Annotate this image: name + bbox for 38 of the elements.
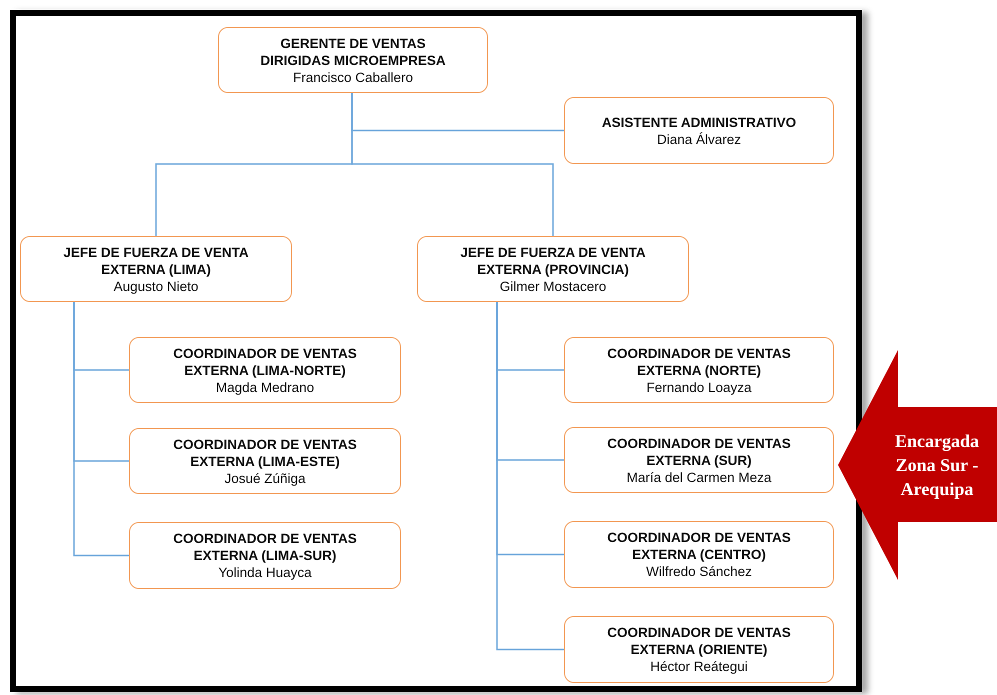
org-chart-box [564, 427, 834, 493]
job-title: COORDINADOR DE VENTAS EXTERNA (SUR) [606, 434, 792, 468]
callout-text: Encargada Zona Sur - Arequipa [894, 430, 980, 500]
person-name: Gilmer Mostacero [500, 278, 606, 294]
job-title: ASISTENTE ADMINISTRATIVO [602, 114, 796, 130]
person-name: Augusto Nieto [114, 278, 198, 294]
job-title: COORDINADOR DE VENTAS EXTERNA (CENTRO) [606, 529, 792, 563]
org-chart-box [20, 236, 292, 302]
job-title: COORDINADOR DE VENTAS EXTERNA (LIMA-SUR) [172, 530, 358, 564]
connector-line [351, 93, 554, 236]
job-title: JEFE DE FUERZA DE VENTA EXTERNA (PROVINCIA) [459, 244, 647, 278]
person-name: Fernando Loayza [646, 378, 752, 396]
connector-line [73, 302, 129, 556]
person-name: Wilfredo Sánchez [646, 563, 752, 580]
job-title: COORDINADOR DE VENTAS EXTERNA (NORTE) [606, 344, 792, 378]
block-arrow-callout [838, 350, 997, 580]
org-chart-box [564, 616, 834, 683]
org-chart-box [564, 337, 834, 403]
job-title: COORDINADOR DE VENTAS EXTERNA (LIMA-NORTE) [172, 344, 358, 378]
org-chart-box [218, 27, 488, 93]
org-chart-box [564, 97, 834, 164]
person-name: Magda Medrano [216, 378, 314, 396]
job-title: COORDINADOR DE VENTAS EXTERNA (LIMA-ESTE) [172, 436, 358, 470]
person-name: Francisco Caballero [292, 68, 414, 86]
org-chart-box [129, 522, 401, 589]
org-chart-box [129, 337, 401, 403]
org-chart-box [417, 236, 689, 302]
org-chart-box [129, 428, 401, 494]
person-name: Yolinda Huayca [218, 564, 312, 581]
org-chart-box [564, 521, 834, 588]
person-name: María del Carmen Meza [626, 468, 772, 486]
job-title: GERENTE DE VENTAS DIRIGIDAS MICROEMPRESA [259, 34, 447, 68]
job-title: JEFE DE FUERZA DE VENTA EXTERNA (LIMA) [62, 244, 250, 278]
connector-line [496, 302, 564, 650]
person-name: Héctor Reátegui [650, 658, 748, 675]
person-name: Josué Zúñiga [224, 470, 306, 486]
job-title: COORDINADOR DE VENTAS EXTERNA (ORIENTE) [606, 624, 792, 658]
person-name: Diana Álvarez [656, 130, 742, 148]
